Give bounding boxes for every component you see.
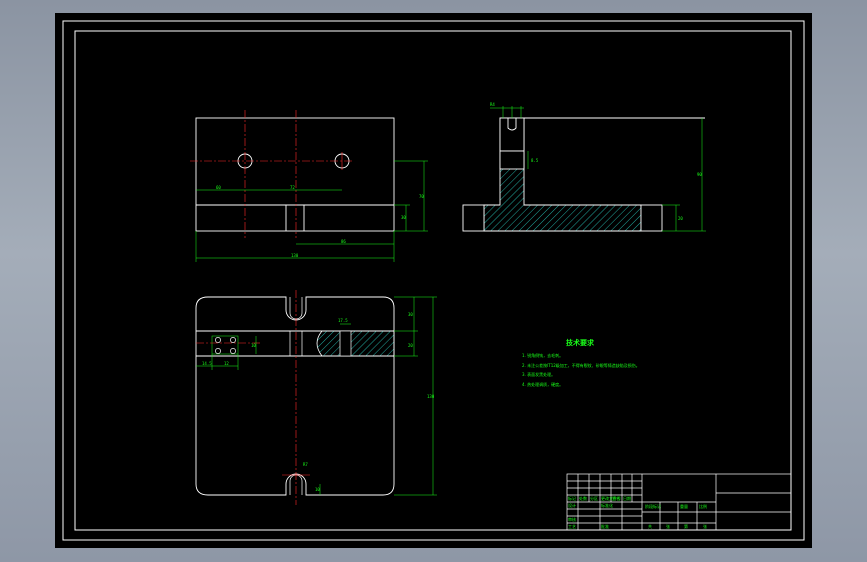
drawing-sheet — [55, 13, 812, 548]
title-block — [566, 473, 792, 531]
tb-label-15: 张 — [666, 523, 670, 529]
side-dim-4: 8.5 — [531, 158, 539, 163]
front-dim-3: 70 — [419, 194, 424, 199]
inner-frame — [74, 30, 792, 531]
front-dim-1: 60 — [216, 185, 221, 190]
top-dim-9: 10 — [251, 343, 256, 348]
tb-label-5: 日期 — [623, 495, 631, 501]
top-view: 30 20 130 14.5 17.5 12 R7 10 10 — [195, 290, 437, 505]
outer-frame — [62, 20, 805, 541]
tb-label-3: 更改文件号 — [601, 495, 621, 501]
title-block-labels: 标记 处数 分区 更改文件号 签名 日期 设计 标准化 阶段标记 重量 比例 审… — [568, 495, 707, 529]
tb-label-10: 比例 — [699, 503, 707, 509]
tb-label-16: 第 — [684, 523, 688, 529]
notes-line-4: 4. 热处理调质，硬度。 — [522, 381, 563, 387]
notes-title: 技术要求 — [566, 338, 595, 347]
tb-label-11: 审核 — [568, 516, 576, 522]
top-dim-5: 17.5 — [338, 318, 348, 323]
front-view: 60 72 70 30 86 130 — [190, 110, 428, 262]
tb-label-2: 分区 — [590, 495, 598, 501]
side-dim-3: 20 — [678, 216, 683, 221]
tb-label-9: 重量 — [680, 503, 688, 509]
side-dim-1: R4 — [490, 102, 495, 107]
side-view: R4 90 20 8.5 — [462, 102, 706, 232]
notes-line-2: 2. 未注公差按IT12级加工，不得有裂纹、砂眼等铸造缺陷及损伤。 — [522, 362, 640, 368]
tb-label-13: 批准 — [601, 523, 609, 529]
top-dim-8: 10 — [315, 487, 320, 492]
front-dim-6: 130 — [291, 253, 299, 258]
top-dim-7: R7 — [303, 462, 308, 467]
top-dim-2: 20 — [408, 343, 413, 348]
tb-label-17: 张 — [703, 523, 707, 529]
top-dim-3: 130 — [427, 394, 435, 399]
front-dim-5: 86 — [341, 239, 346, 244]
tb-label-12: 工艺 — [568, 524, 576, 529]
tb-label-8: 阶段标记 — [645, 503, 661, 509]
top-dim-6: 12 — [224, 361, 229, 366]
tb-label-7: 标准化 — [601, 502, 613, 508]
front-dim-2: 72 — [290, 185, 295, 190]
tb-label-14: 共 — [648, 523, 652, 529]
tb-label-6: 设计 — [568, 502, 576, 508]
notes-line-1: 1. 锐角倒钝，去毛刺。 — [522, 352, 563, 358]
tb-label-4: 签名 — [612, 495, 620, 501]
front-dim-4: 30 — [401, 215, 406, 220]
top-dim-1: 30 — [408, 312, 413, 317]
technical-requirements: 技术要求 1. 锐角倒钝，去毛刺。 2. 未注公差按IT12级加工，不得有裂纹、… — [522, 338, 640, 387]
tb-label-1: 处数 — [579, 495, 587, 501]
tb-label-0: 标记 — [568, 495, 576, 501]
side-dim-2: 90 — [697, 172, 702, 177]
top-dim-4: 14.5 — [202, 361, 212, 366]
notes-line-3: 3. 表面发黑处理。 — [522, 371, 555, 377]
